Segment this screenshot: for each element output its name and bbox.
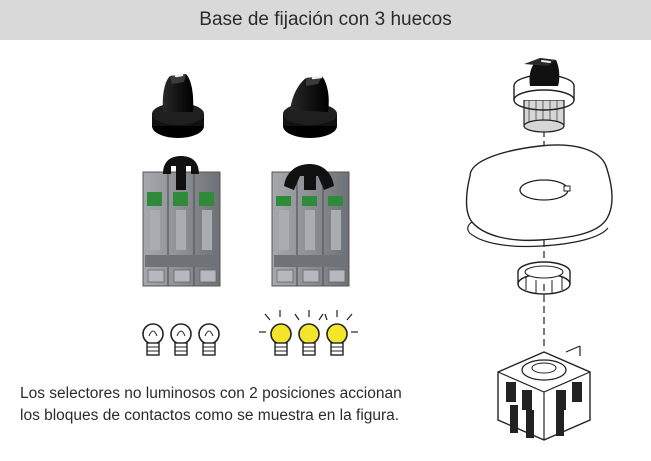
caption-line-2: los bloques de contactos como se muestra… [20,407,400,424]
exploded-assembly [465,58,613,441]
bulb-icon [198,323,220,356]
header-title: Base de fijación con 3 huecos [199,9,452,30]
contact-blocks-left [142,156,221,287]
lit-bulb-icon [324,310,358,356]
selector-knob-left [152,73,204,138]
lit-bulb-icon [294,310,324,356]
mounting-plate [465,144,613,248]
bulb-icon [142,323,164,356]
contact-block-base [497,345,591,441]
caption-line-1: Los selectores no luminosos con 2 posici… [20,385,402,402]
bulbs-left [142,323,220,356]
locking-ring [517,261,571,295]
selector-head [513,58,575,133]
lit-bulb-icon [259,310,292,356]
caption: Los selectores no luminosos con 2 posici… [20,383,500,427]
selector-knob-right [283,75,337,138]
contact-blocks-right [271,164,350,287]
bulb-icon [170,323,192,356]
header-bar: Base de fijación con 3 huecos [0,0,651,40]
bulbs-right-lit [259,310,358,356]
